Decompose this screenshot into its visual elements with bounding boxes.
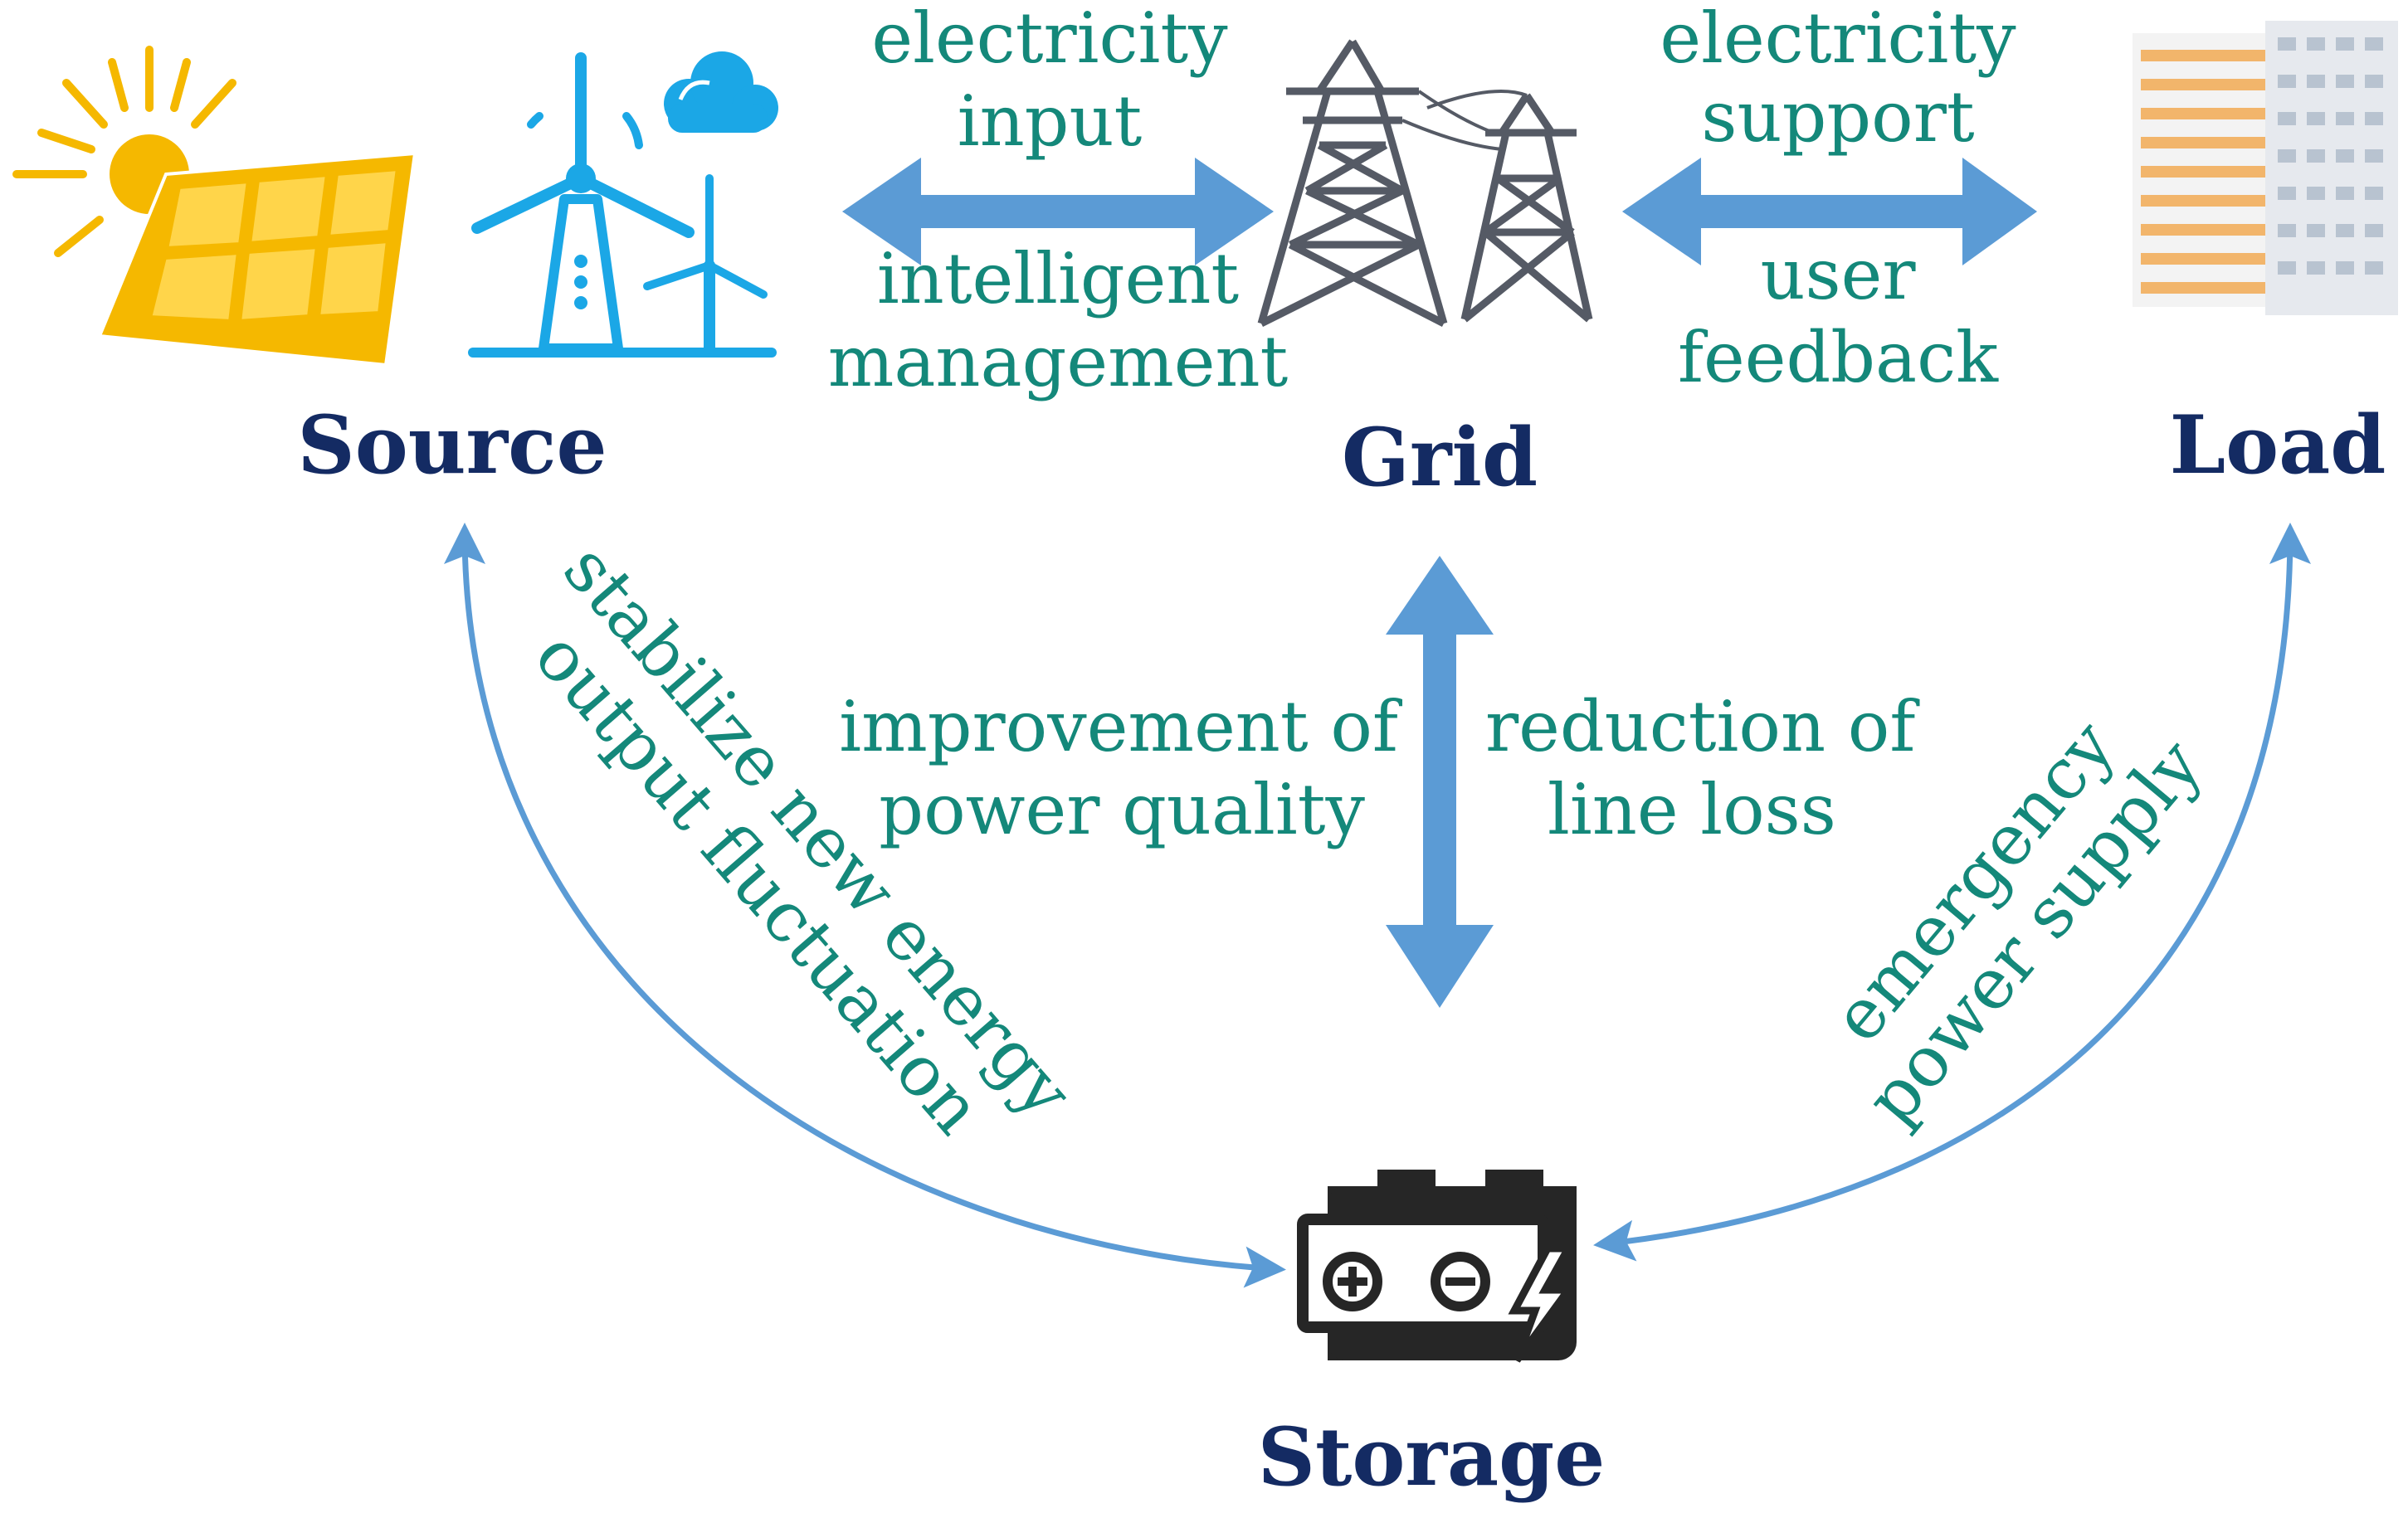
edge-label-grid-storage-left-1: improvement of [839,686,1403,767]
solar-panel-icon [97,151,417,367]
edge-label-source-grid-top-1: electricity [871,0,1228,79]
edge-label-grid-storage-left-2: power quality [879,769,1365,850]
edge-label-source-grid-bottom-1: intelligent [877,238,1240,319]
wind-turbine-icon [468,52,777,358]
edge-label-grid-storage-right-2: line loss [1548,769,1836,850]
sun-icon [12,46,236,257]
edge-label-grid-load-bottom-1: user [1760,234,1916,315]
battery-icon [1297,1170,1577,1363]
transmission-tower-icon [1257,39,1593,328]
arrow-load-storage [1593,523,2311,1262]
node-label-source: Source [297,398,607,492]
building-icon [2133,21,2398,315]
edge-label-grid-load-bottom-2: feedback [1678,317,1999,398]
edge-label-grid-load-top-1: electricity [1660,0,2016,79]
edge-label-grid-storage-right-1: reduction of [1485,686,1920,767]
arrow-grid-load [1622,158,2037,265]
cloud-icon [664,51,778,133]
edge-label-source-storage: stabilize new energy output fluctuation [519,528,1089,1149]
edge-label-source-grid-top-2: input [958,80,1143,162]
node-label-storage: Storage [1258,1410,1606,1504]
node-label-grid: Grid [1342,411,1538,504]
arrow-grid-storage [1386,556,1494,1008]
edge-label-grid-load-top-2: support [1701,76,1974,158]
node-label-load: Load [2170,398,2386,492]
arrow-source-storage [444,523,1286,1288]
edge-label-source-grid-bottom-2: management [828,321,1289,402]
arrow-source-grid [842,158,1274,265]
